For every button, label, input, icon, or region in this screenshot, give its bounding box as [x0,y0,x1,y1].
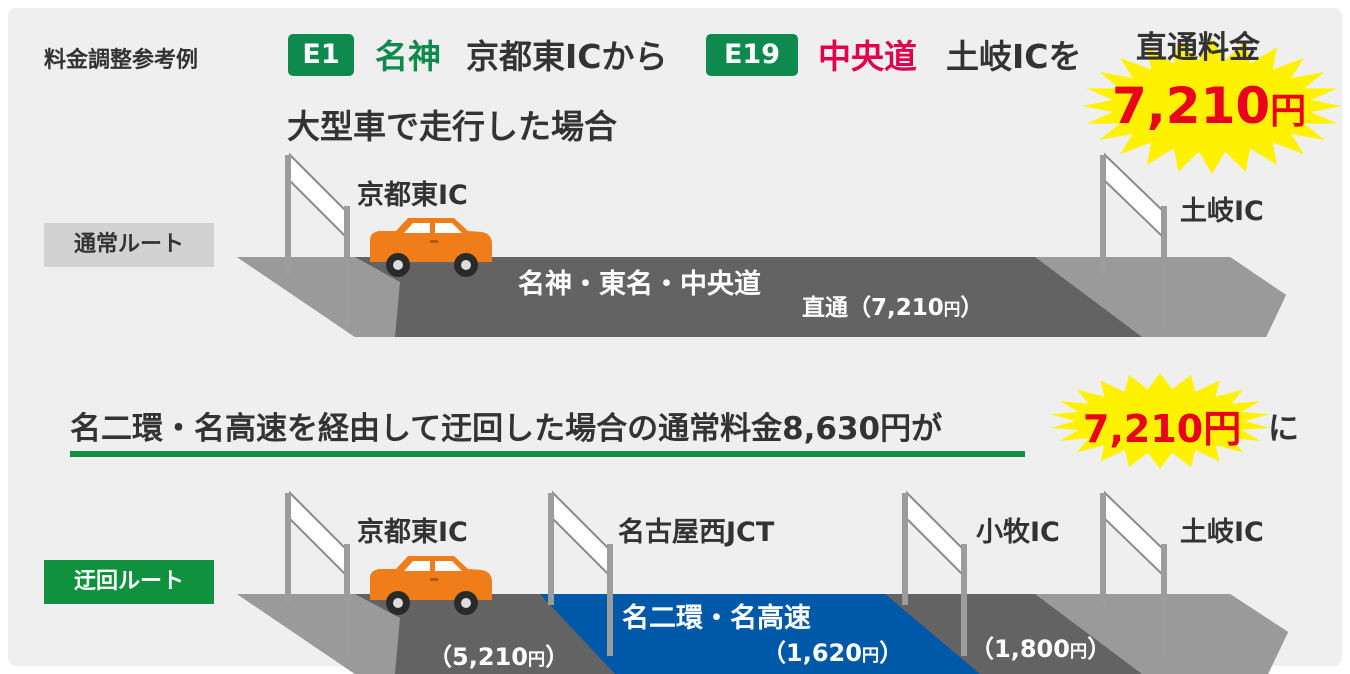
example-label: 料金調整参考例 [44,48,199,73]
road-name-chuo: 中央道 [818,37,917,76]
starburst-top [1082,38,1342,174]
ic-label-toki: 土岐IC [1180,196,1264,227]
detour-headline: 名二環・名高速を経由して迂回した場合の通常料金8,630円が [70,411,943,447]
ic-label-komaki: 小牧IC [976,517,1060,548]
headline-suffix: に [1268,411,1299,447]
detour-blue-segment [540,594,980,674]
detour-route-tag: 迂回ルート [44,560,214,604]
headline-burst-amount: 7,210円 [1083,407,1242,451]
ic-label-kyoto-higashi: 京都東IC [357,180,468,211]
direct-fare-road-label: 直通（7,210円） [802,295,984,321]
ic-label-kyoto-higashi-detour: 京都東IC [357,517,468,548]
fare-segment-2: （1,620円） [762,639,904,667]
header-line-2: 大型車で走行した場合 [287,107,617,146]
road-label-meinikan-meikousoku: 名二環・名高速 [622,603,811,634]
detour-route-road [237,594,1288,674]
to-ic-text: 土岐ICを [946,37,1082,76]
sign-kyoto-detour [285,490,350,656]
direct-fare-label: 直通料金 [1136,30,1260,66]
from-ic-text: 京都東ICから [466,37,668,76]
normal-route-tag: 通常ルート [44,223,214,267]
fare-segment-3: （1,800円） [970,635,1112,663]
road-name-meishin: 名神 [375,37,441,76]
route-badge-e1: E1 [288,34,354,76]
starburst-headline [1051,373,1269,469]
jct-label-nagoya-nishi: 名古屋西JCT [618,517,775,548]
direct-fare-amount: 7,210円 [1112,77,1307,135]
road-label-meishin-tomei-chuo: 名神・東名・中央道 [518,269,761,300]
route-badge-e19: E19 [706,34,798,76]
sign-toki-detour [1100,490,1167,656]
car-detour-route [370,556,492,615]
sign-nagoya-nishi-jct [548,490,613,656]
headline-underline [70,451,1025,457]
car-normal-route [370,218,492,277]
sign-kyoto-normal [285,152,350,326]
sign-toki-normal [1100,152,1167,326]
fare-segment-1: （5,210円） [428,643,570,671]
ic-label-toki-detour: 土岐IC [1180,517,1264,548]
normal-route-road [237,257,1286,337]
sign-komaki-ic [902,490,967,656]
